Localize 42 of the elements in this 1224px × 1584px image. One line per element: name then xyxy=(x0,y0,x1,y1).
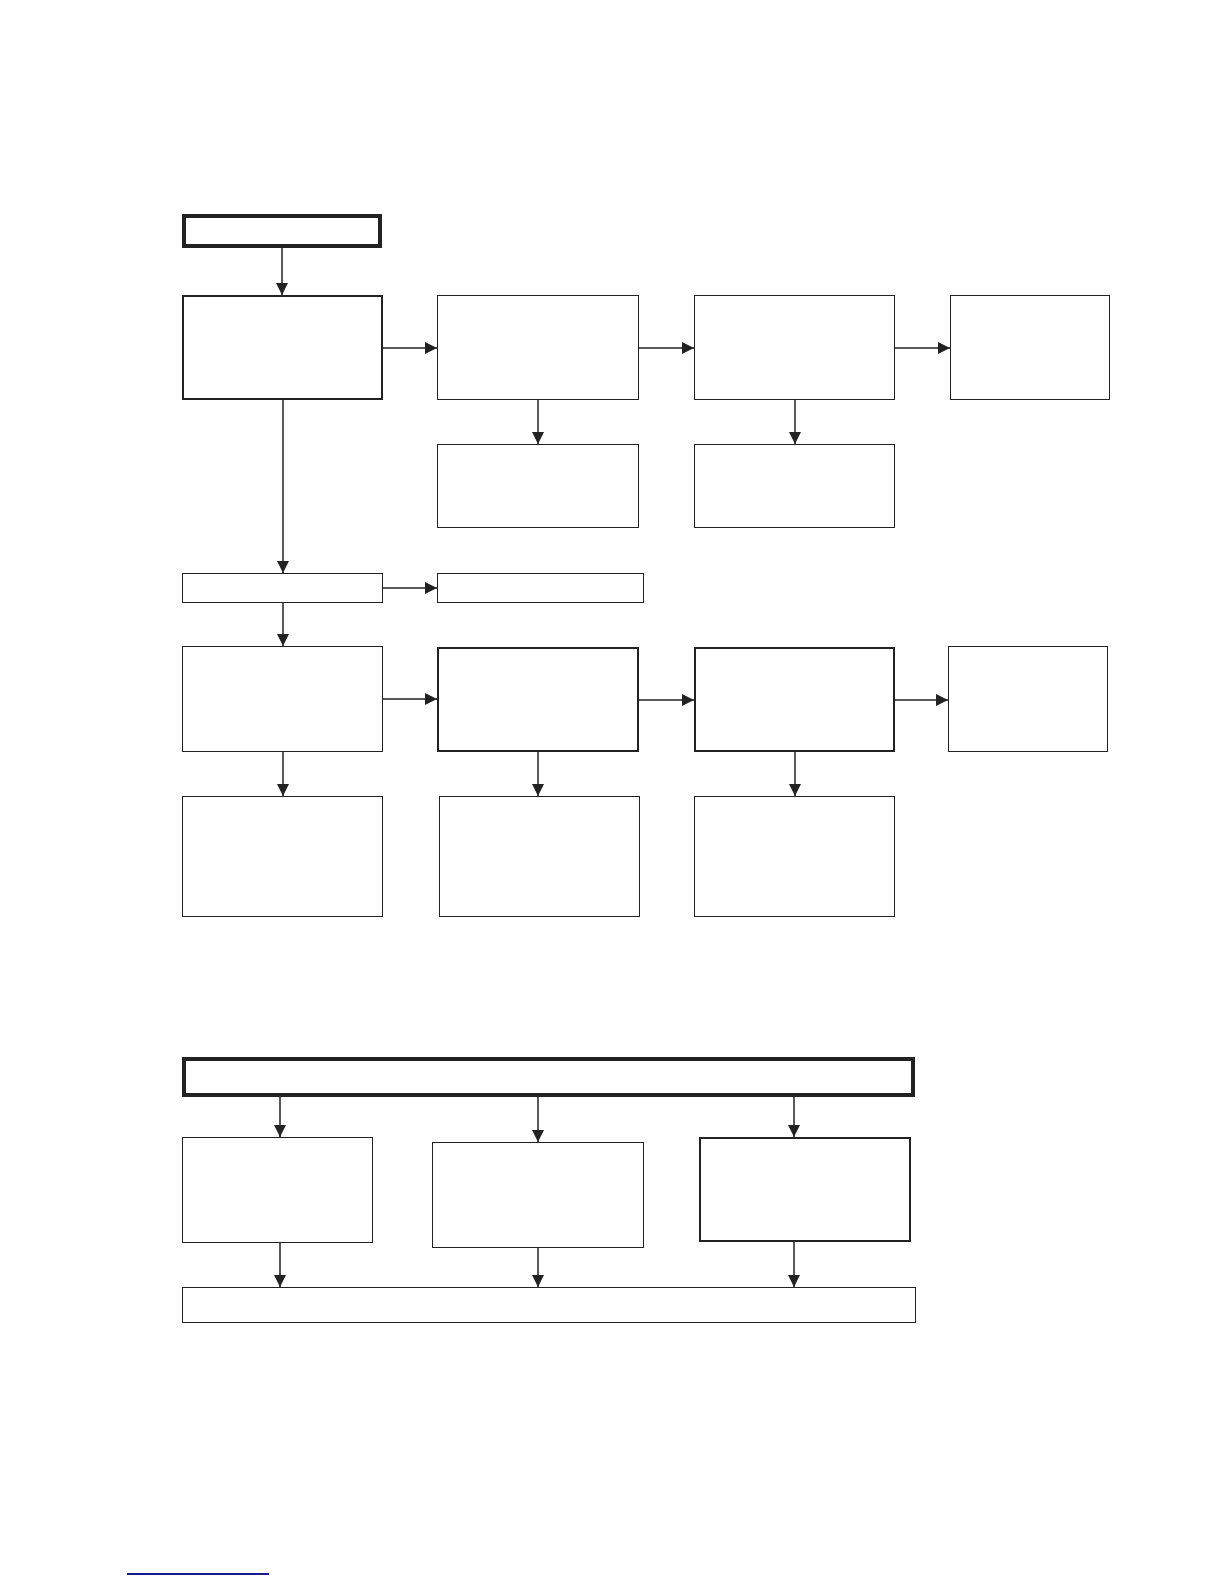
process-box xyxy=(182,796,383,917)
arrow xyxy=(277,602,289,647)
process-box xyxy=(948,646,1108,752)
arrow xyxy=(274,1242,286,1288)
arrow xyxy=(532,1247,544,1288)
arrow xyxy=(532,1096,544,1143)
process-box xyxy=(950,295,1110,400)
process-box xyxy=(182,1287,916,1323)
arrow xyxy=(382,693,438,705)
header-box xyxy=(182,214,382,248)
arrow xyxy=(788,1096,800,1138)
arrow xyxy=(638,342,695,354)
process-box xyxy=(694,444,895,528)
arrow xyxy=(788,1241,800,1288)
arrow xyxy=(274,1096,286,1138)
process-box xyxy=(694,647,895,752)
arrow xyxy=(532,399,544,445)
process-box xyxy=(182,646,383,752)
process-box xyxy=(437,647,639,752)
process-box xyxy=(694,796,895,917)
arrow xyxy=(894,694,949,706)
process-box xyxy=(182,573,383,603)
arrow xyxy=(789,751,801,797)
arrow xyxy=(277,399,289,574)
arrow xyxy=(789,399,801,445)
arrow xyxy=(382,582,438,594)
process-box xyxy=(437,573,644,603)
arrow xyxy=(638,694,695,706)
process-box xyxy=(182,1137,373,1243)
process-box xyxy=(439,796,640,917)
header-box xyxy=(182,1057,915,1097)
arrow xyxy=(894,342,951,354)
arrow xyxy=(276,247,288,296)
process-box xyxy=(699,1137,911,1242)
process-box xyxy=(437,444,639,528)
arrow xyxy=(532,751,544,797)
process-box xyxy=(437,295,639,400)
process-box xyxy=(694,295,895,400)
process-box xyxy=(182,295,383,400)
arrow xyxy=(382,342,438,354)
process-box xyxy=(432,1142,644,1248)
arrow xyxy=(277,751,289,797)
